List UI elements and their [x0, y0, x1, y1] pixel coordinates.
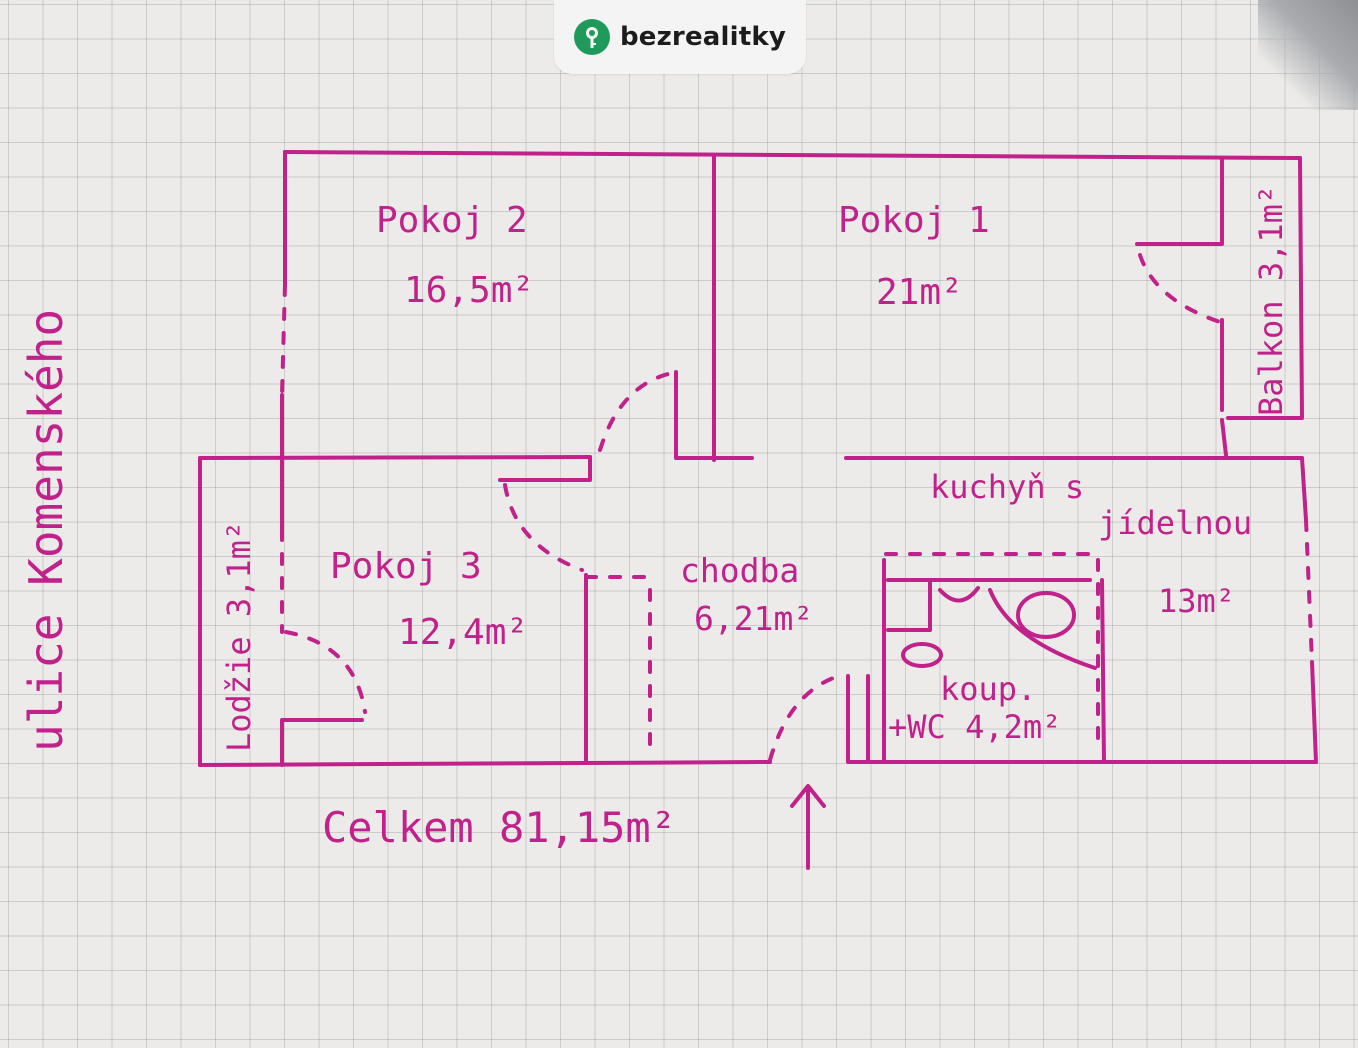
bath-sink [901, 642, 943, 668]
total-area: Celkem 81,15m² [322, 803, 676, 852]
street-label: ulice Komenského [19, 309, 73, 752]
door-swing-pokoj2 [598, 371, 674, 452]
wall-balkon-right [1298, 156, 1304, 420]
brand-name: bezrealitky [619, 22, 787, 52]
wall-pokoj2-door-jamb [674, 370, 754, 460]
koupelna-name-line2: +WC 4,2m² [888, 708, 1061, 746]
pokoj1-area: 21m² [876, 272, 963, 313]
koupelna-name-line1: koup. [940, 670, 1036, 708]
wall-pokoj3-stub [498, 455, 592, 482]
lodzie-label: Lodžie 3,1m² [220, 521, 258, 752]
key-location-pin-icon [573, 19, 610, 55]
door-swing-pokoj3 [503, 483, 584, 572]
photo-corner-shadow [1258, 0, 1358, 110]
dashed-pokoj2-window [280, 283, 287, 397]
kuchyn-area: 13m² [1158, 582, 1235, 620]
wall-under-pokoj2 [198, 455, 592, 460]
chodba-area: 6,21m² [694, 599, 813, 638]
wall-top [283, 150, 1302, 160]
balkon-label: Balkon 3,1m² [1252, 185, 1290, 416]
dashed-kitchen-window [1304, 518, 1314, 664]
wall-entrance-jamb [846, 674, 870, 764]
door-swing-entrance [768, 673, 844, 762]
wall-balkon-inner [1135, 156, 1224, 246]
wall-bottom-left [198, 760, 772, 767]
bathtub-curve [988, 588, 1097, 670]
wall-lodzie-door [280, 718, 364, 767]
kuchyn-name-line1: kuchyň s [930, 468, 1084, 506]
toilet-bowl [1016, 591, 1076, 639]
pokoj3-name: Pokoj 3 [330, 546, 482, 587]
wall-kitchen-right [1300, 456, 1318, 764]
door-swing-balkon [1138, 253, 1222, 324]
dashed-chodba-wall [584, 575, 654, 754]
chodba-name: chodba [680, 551, 799, 590]
sink-curve [938, 586, 980, 603]
kuchyn-name-line2: jídelnou [1098, 504, 1252, 542]
wall-balkon-door [1220, 318, 1228, 457]
pokoj1-name: Pokoj 1 [838, 200, 990, 241]
dashed-bath-outline [884, 552, 1100, 747]
wall-bath-sink-box [886, 578, 932, 632]
door-swing-lodzie [284, 630, 367, 714]
entrance-arrow [790, 784, 826, 870]
pokoj2-name: Pokoj 2 [376, 200, 528, 241]
brand-watermark: bezrealitky [554, 0, 806, 74]
wall-bath-right [1100, 578, 1106, 764]
pokoj2-area: 16,5m² [404, 270, 534, 311]
pokoj3-area: 12,4m² [398, 612, 528, 653]
